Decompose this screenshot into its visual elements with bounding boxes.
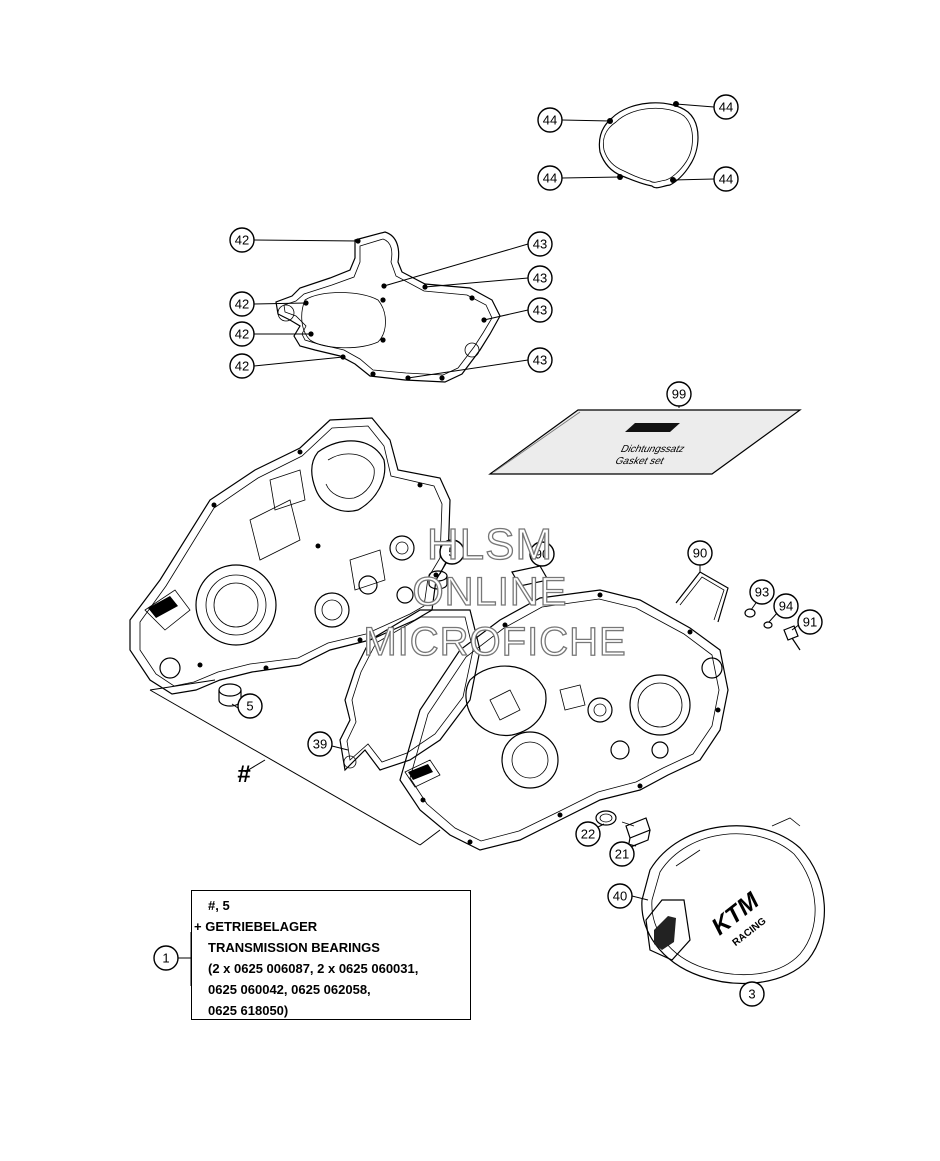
svg-text:42: 42	[235, 233, 249, 248]
ring-94	[763, 621, 773, 629]
note-line-1: #, 5	[208, 898, 230, 913]
watermark-line-2: ONLINE	[412, 569, 568, 614]
callout-43-3[interactable]: 43	[527, 297, 553, 323]
ignition-cover-gasket	[598, 101, 699, 189]
seal-block	[511, 565, 549, 587]
callout-5-right[interactable]: 5	[439, 539, 465, 565]
svg-text:5: 5	[246, 699, 253, 714]
svg-text:43: 43	[533, 237, 547, 252]
bearing-right	[428, 570, 448, 590]
callout-39[interactable]: 39	[307, 731, 333, 757]
callout-90-center[interactable]: 90	[529, 541, 555, 567]
wire-clip	[675, 571, 729, 623]
assembly-bracket	[149, 679, 441, 846]
svg-text:93: 93	[755, 585, 769, 600]
svg-text:21: 21	[615, 847, 629, 862]
leader-lines-44	[561, 103, 715, 181]
crankcase-gasket	[275, 231, 501, 383]
callout-1[interactable]: 1	[153, 945, 179, 971]
svg-text:42: 42	[235, 327, 249, 342]
callout-3[interactable]: 3	[739, 981, 765, 1007]
center-gasket	[339, 609, 481, 772]
callout-44-bottom-right[interactable]: 44	[713, 166, 739, 192]
callout-90[interactable]: 90	[687, 540, 713, 566]
svg-text:42: 42	[235, 297, 249, 312]
gasket-set-manual: Dichtungssatz Gasket set	[488, 409, 802, 475]
svg-text:39: 39	[313, 737, 327, 752]
callout-42-2[interactable]: 42	[229, 291, 255, 317]
callout-91[interactable]: 91	[797, 609, 823, 635]
callout-99[interactable]: 99	[666, 381, 692, 407]
callout-22[interactable]: 22	[575, 821, 601, 847]
leader-lines-42-43	[253, 239, 529, 379]
callout-5-left[interactable]: 5	[237, 693, 263, 719]
screw-91	[783, 625, 801, 651]
callout-44-top-right[interactable]: 44	[713, 94, 739, 120]
callout-42-3[interactable]: 42	[229, 321, 255, 347]
svg-text:42: 42	[235, 359, 249, 374]
crankcase-right-half	[399, 589, 729, 851]
callout-43-4[interactable]: 43	[527, 347, 553, 373]
callout-21[interactable]: 21	[609, 841, 635, 867]
svg-text:40: 40	[613, 889, 627, 904]
svg-text:99: 99	[672, 387, 686, 402]
note-line-4: (2 x 0625 006087, 2 x 0625 060031,	[208, 961, 419, 976]
svg-text:43: 43	[533, 303, 547, 318]
svg-text:43: 43	[533, 353, 547, 368]
svg-text:5: 5	[448, 545, 455, 560]
note-line-5: 0625 060042, 0625 062058,	[208, 982, 371, 997]
manual-title-text: Dichtungssatz	[619, 443, 687, 454]
svg-text:44: 44	[719, 172, 733, 187]
svg-text:90: 90	[535, 547, 549, 562]
bearing-left	[218, 683, 242, 707]
note-line-3: TRANSMISSION BEARINGS	[208, 940, 380, 955]
svg-text:3: 3	[748, 987, 755, 1002]
callout-43-2[interactable]: 43	[527, 265, 553, 291]
watermark-line-3: MICROFICHE	[363, 619, 627, 664]
watermark-line-1: HLSM	[426, 520, 554, 569]
callout-44-top-left[interactable]: 44	[537, 107, 563, 133]
callout-43-1[interactable]: 43	[527, 231, 553, 257]
manual-subtitle-text: Gasket set	[613, 455, 666, 466]
svg-text:22: 22	[581, 827, 595, 842]
sealing-ring-22	[595, 810, 617, 826]
svg-text:90: 90	[693, 546, 707, 561]
svg-text:43: 43	[533, 271, 547, 286]
svg-text:44: 44	[543, 113, 557, 128]
callout-44-bottom-left[interactable]: 44	[537, 165, 563, 191]
callout-93[interactable]: 93	[749, 579, 775, 605]
callout-42-4[interactable]: 42	[229, 353, 255, 379]
svg-text:91: 91	[803, 615, 817, 630]
crankcase-left-half	[129, 417, 451, 695]
bearing-note-box: #, 5 + GETRIEBELAGER TRANSMISSION BEARIN…	[191, 890, 471, 1020]
note-line-2: + GETRIEBELAGER	[194, 919, 318, 934]
note-line-6: 0625 618050)	[208, 1003, 289, 1018]
drain-plug-21	[621, 817, 651, 849]
svg-text:44: 44	[719, 100, 733, 115]
callout-94[interactable]: 94	[773, 593, 799, 619]
svg-text:44: 44	[543, 171, 557, 186]
callout-42-1[interactable]: 42	[229, 227, 255, 253]
washer-93	[744, 608, 756, 618]
callout-40[interactable]: 40	[607, 883, 633, 909]
svg-text:1: 1	[162, 951, 169, 966]
svg-text:94: 94	[779, 599, 793, 614]
ignition-cover: KTM RACING	[641, 817, 825, 985]
hash-label: #	[237, 761, 250, 788]
